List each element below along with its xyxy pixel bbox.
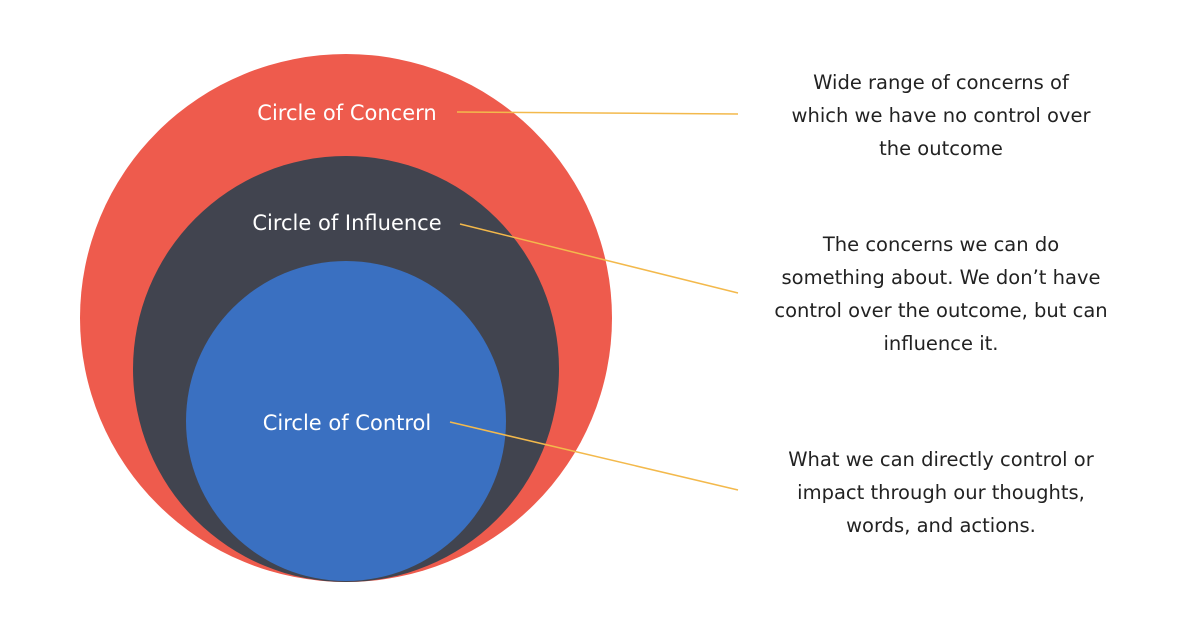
concern-description: Wide range of concerns of which we have …	[741, 66, 1141, 165]
influence-description-line: control over the outcome, but can	[774, 299, 1108, 322]
control-description-line: words, and actions.	[846, 514, 1036, 537]
concern-description-line: the outcome	[879, 137, 1003, 160]
connector-line-control	[449, 421, 739, 491]
influence-description: The concerns we can do something about. …	[741, 228, 1141, 360]
connector-line-concern	[456, 111, 739, 115]
connector-line-influence	[459, 223, 739, 294]
circle-of-control	[186, 261, 506, 581]
control-description-line: What we can directly control or	[788, 448, 1094, 471]
circle-of-control-label: Circle of Control	[263, 411, 431, 435]
circle-of-concern-label: Circle of Concern	[257, 101, 436, 125]
influence-description-line: influence it.	[883, 332, 999, 355]
circle-of-influence-label: Circle of Influence	[252, 211, 441, 235]
control-description: What we can directly control or impact t…	[741, 443, 1141, 542]
influence-description-line: The concerns we can do	[822, 233, 1060, 256]
concern-description-line: Wide range of concerns of	[813, 71, 1069, 94]
influence-description-line: something about. We don’t have	[781, 266, 1101, 289]
concern-description-line: which we have no control over	[791, 104, 1091, 127]
control-description-line: impact through our thoughts,	[797, 481, 1085, 504]
